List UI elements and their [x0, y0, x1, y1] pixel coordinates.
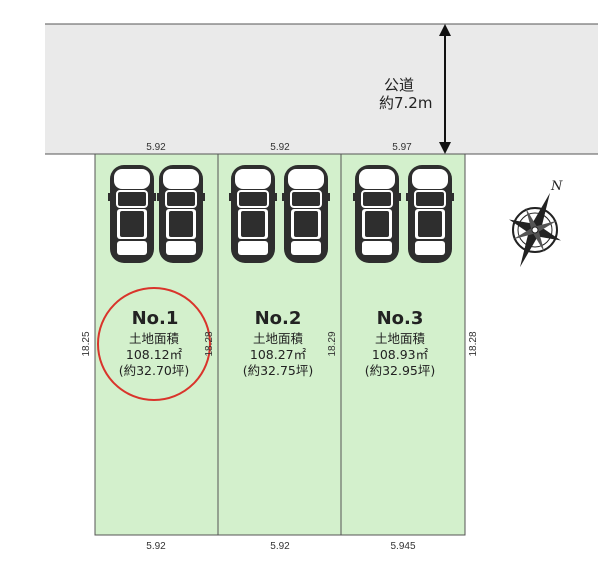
lot-1-number: No.1	[132, 308, 179, 329]
car-icon	[405, 164, 455, 264]
lot-2-left-depth: 18.28	[204, 331, 215, 356]
lot-1-left-depth: 18.25	[81, 331, 92, 356]
lot-1-area-sqm: 108.12㎡	[126, 347, 183, 362]
lot-3-area-sqm: 108.93㎡	[372, 347, 429, 362]
lot-1-highlight-circle	[97, 287, 211, 401]
lot-1-top-width: 5.92	[146, 142, 166, 153]
lot-1-area-tsubo: (約32.70坪)	[119, 363, 190, 378]
lot-3-number: No.3	[377, 308, 424, 329]
lot-3-area-tsubo: (約32.95坪)	[365, 363, 436, 378]
road-width-arrow	[439, 24, 451, 154]
lot-1-area-label: 土地面積	[129, 331, 180, 346]
lot-3-left-depth: 18.29	[327, 331, 338, 356]
lot-3-right-depth: 18.28	[468, 331, 479, 356]
lot-3-bottom-width: 5.945	[390, 541, 415, 552]
car-icon	[228, 164, 278, 264]
compass-icon	[509, 192, 561, 268]
car-icon	[281, 164, 331, 264]
lot-2-number: No.2	[255, 308, 302, 329]
road-label-line2: 約7.2m	[379, 94, 432, 112]
lot-3-top-width: 5.97	[392, 142, 412, 153]
compass-north-label: N	[550, 179, 563, 194]
road-area	[45, 24, 598, 154]
lot-2-area-sqm: 108.27㎡	[250, 347, 307, 362]
lot-3-area-label: 土地面積	[375, 331, 426, 346]
lot-1-bottom-width: 5.92	[146, 541, 166, 552]
car-icon	[107, 164, 157, 264]
lot-2-area-tsubo: (約32.75坪)	[243, 363, 314, 378]
lot-2-bottom-width: 5.92	[270, 541, 290, 552]
road-label-line1: 公道	[384, 76, 414, 94]
lot-2-top-width: 5.92	[270, 142, 290, 153]
car-icon	[352, 164, 402, 264]
lot-2-area-label: 土地面積	[253, 331, 304, 346]
car-icon	[156, 164, 206, 264]
